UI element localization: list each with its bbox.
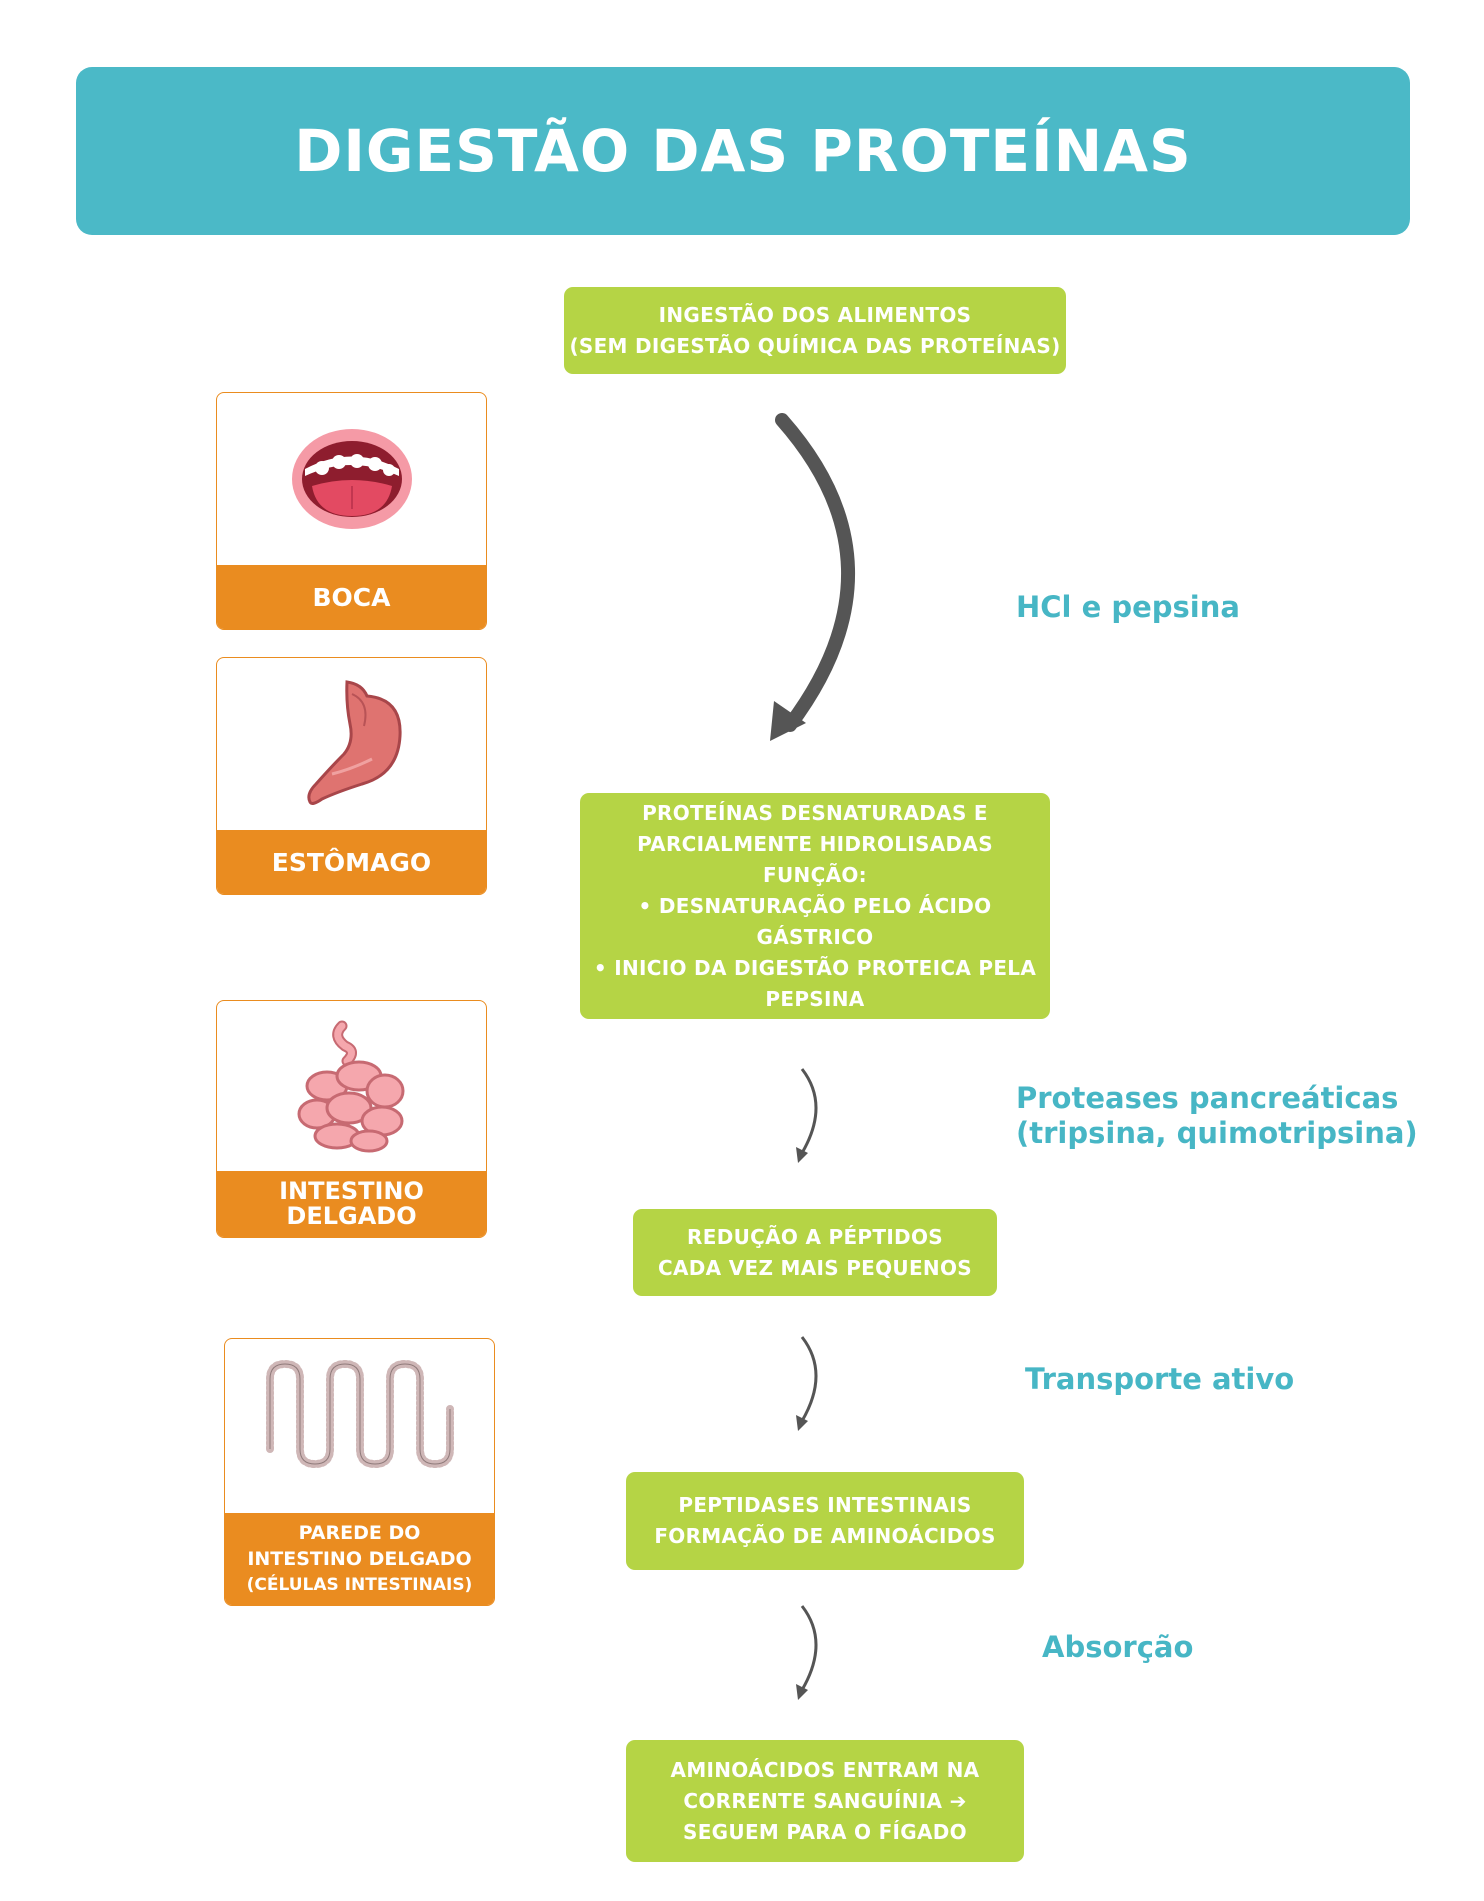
organ-label-line: INTESTINO DELGADO [247, 1548, 472, 1570]
organ-label-line: PAREDE DO [298, 1522, 421, 1544]
step-line: (SEM DIGESTÃO QUÍMICA DAS PROTEÍNAS) [569, 333, 1061, 358]
step-peptides: REDUÇÃO A PÉPTIDOS CADA VEZ MAIS PEQUENO… [633, 1209, 997, 1296]
step-peptidases: PEPTIDASES INTESTINAIS FORMAÇÃO DE AMINO… [626, 1472, 1024, 1570]
organ-label-stomach: ESTÔMAGO [217, 830, 486, 894]
step-line: CORRENTE SANGUÍNIA ➔ [683, 1788, 967, 1813]
mouth-icon [217, 393, 486, 565]
organ-label-line: (CÉLULAS INTESTINAIS) [246, 1575, 473, 1595]
stomach-icon [217, 658, 486, 830]
step-line: FUNÇÃO: [763, 862, 867, 887]
organ-label-small-intestine: INTESTINO DELGADO [217, 1171, 486, 1237]
organ-label-line: INTESTINO [279, 1177, 424, 1205]
enzyme-line: Absorção [1042, 1630, 1194, 1664]
step-line: REDUÇÃO A PÉPTIDOS [687, 1224, 943, 1249]
organ-label-line: BOCA [312, 582, 391, 612]
flow-arrow-small-2 [796, 1336, 818, 1431]
intestinal-villi-icon [225, 1339, 494, 1509]
organ-label-line: ESTÔMAGO [271, 847, 432, 877]
page-title: DIGESTÃO DAS PROTEÍNAS [294, 117, 1192, 185]
step-line: AMINOÁCIDOS ENTRAM NA [670, 1757, 980, 1782]
flow-arrow-small-3 [796, 1605, 818, 1700]
flow-arrow-small-1 [796, 1068, 818, 1163]
step-line: PARCIALMENTE HIDROLISADAS [637, 831, 993, 856]
process-label-absorption: Absorção [1042, 1630, 1193, 1665]
organ-label-mouth: BOCA [217, 565, 486, 629]
enzyme-line: Transporte ativo [1025, 1362, 1295, 1396]
step-line: CADA VEZ MAIS PEQUENOS [658, 1255, 972, 1280]
organ-card-small-intestine: INTESTINO DELGADO [216, 1000, 487, 1238]
step-amino-acids-blood: AMINOÁCIDOS ENTRAM NA CORRENTE SANGUÍNIA… [626, 1740, 1024, 1862]
step-line: SEGUEM PARA O FÍGADO [683, 1819, 967, 1844]
enzyme-line: Proteases pancreáticas [1016, 1081, 1399, 1115]
flow-arrow-large [770, 413, 855, 741]
step-line: INGESTÃO DOS ALIMENTOS [658, 302, 972, 327]
enzyme-line: HCl e pepsina [1016, 590, 1240, 624]
enzyme-label-hcl-pepsin: HCl e pepsina [1016, 590, 1240, 625]
step-line: PROTEÍNAS DESNATURADAS E [642, 800, 988, 825]
process-label-active-transport: Transporte ativo [1025, 1362, 1294, 1397]
organ-card-intestinal-wall: PAREDE DO INTESTINO DELGADO (CÉLULAS INT… [224, 1338, 495, 1606]
organ-label-intestinal-wall: PAREDE DO INTESTINO DELGADO (CÉLULAS INT… [225, 1513, 494, 1605]
enzyme-line: (tripsina, quimotripsina) [1016, 1116, 1418, 1150]
step-ingestion: INGESTÃO DOS ALIMENTOS (SEM DIGESTÃO QUÍ… [564, 287, 1066, 374]
organ-label-line: DELGADO [286, 1202, 417, 1230]
step-line: FORMAÇÃO DE AMINOÁCIDOS [654, 1524, 996, 1548]
enzyme-label-pancreatic-proteases: Proteases pancreáticas (tripsina, quimot… [1016, 1081, 1418, 1151]
organ-card-stomach: ESTÔMAGO [216, 657, 487, 895]
small-intestine-icon [217, 1001, 486, 1171]
organ-card-mouth: BOCA [216, 392, 487, 630]
step-line: PEPTIDASES INTESTINAIS [678, 1493, 972, 1517]
title-banner: DIGESTÃO DAS PROTEÍNAS [76, 67, 1410, 235]
step-denatured-proteins: PROTEÍNAS DESNATURADAS E PARCIALMENTE HI… [580, 793, 1050, 1019]
